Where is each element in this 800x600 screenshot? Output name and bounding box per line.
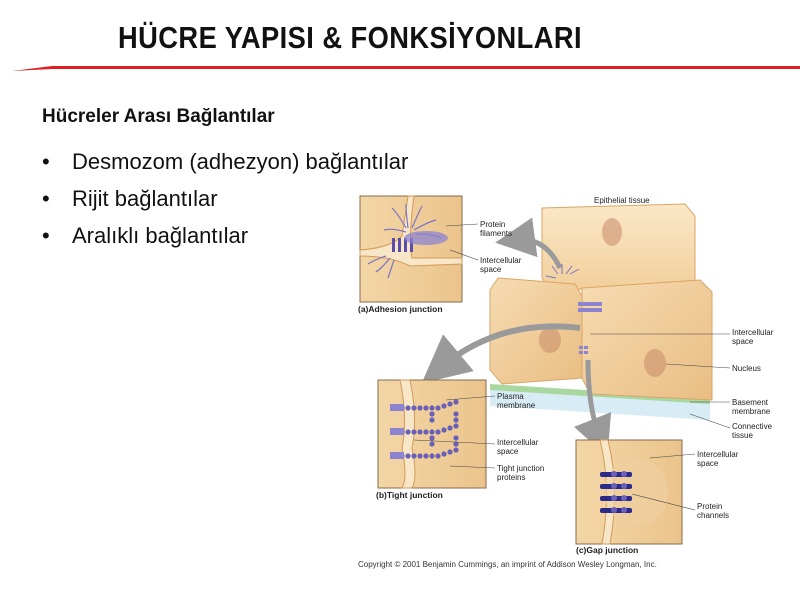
tight-junction-inset (377, 379, 487, 489)
cell-junctions-illustration (359, 195, 731, 545)
label-protein-filaments: Protein filaments (480, 220, 513, 238)
label-connective-tissue: Connective tissue (732, 422, 773, 440)
epithelial-cell-right (581, 279, 713, 401)
adhesion-bundle (545, 264, 580, 279)
epithelial-cell-back (541, 203, 696, 291)
label-intercellular-space-c: Intercellular space (697, 450, 739, 468)
caption-adhesion-junction: (a)Adhesion junction (358, 304, 443, 314)
caption-tight-junction: (b)Tight junction (376, 490, 443, 500)
bullet-symbol: • (42, 186, 50, 211)
junction-markers (578, 302, 602, 354)
epithelial-cell-left (489, 277, 583, 385)
slide-title: HÜCRE YAPISI & FONKSİYONLARI (118, 20, 583, 55)
bullet-item: • Desmozom (adhezyon) bağlantılar (42, 146, 408, 183)
label-nucleus: Nucleus (732, 364, 761, 373)
label-basement-membrane: Basement membrane (732, 398, 771, 416)
bullet-list: • Desmozom (adhezyon) bağlantılar • Rijit … (42, 146, 408, 257)
cell-nucleus (539, 327, 561, 353)
copyright-notice: Copyright © 2001 Benjamin Cummings, an i… (358, 560, 657, 569)
cell-nucleus (602, 218, 622, 246)
arrow-to-adhesion (495, 217, 563, 270)
cell-junctions-figure: Epithelial tissue Protein filaments Inte… (350, 188, 800, 580)
label-intercellular-space-main: Intercellular space (732, 328, 774, 346)
gap-junction-inset (575, 439, 683, 545)
bullet-symbol: • (42, 223, 50, 248)
bullet-item: • Aralıklı bağlantılar (42, 220, 408, 257)
connective-tissue-layer (490, 388, 710, 420)
section-subtitle: Hücreler Arası Bağlantılar (42, 106, 275, 127)
label-epithelial-tissue: Epithelial tissue (594, 196, 650, 205)
label-intercellular-space-b: Intercellular space (497, 438, 539, 456)
arrow-to-tight (421, 323, 581, 384)
bullet-text: Desmozom (adhezyon) bağlantılar (72, 149, 409, 174)
caption-gap-junction: (c)Gap junction (576, 545, 639, 555)
label-plasma-membrane: Plasma membrane (497, 392, 536, 410)
bullet-text: Aralıklı bağlantılar (72, 223, 249, 248)
label-tight-junction-proteins: Tight junction proteins (497, 464, 545, 482)
bullet-text: Rijit bağlantılar (72, 186, 218, 211)
cell-nucleus (644, 349, 666, 377)
bullet-item: • Rijit bağlantılar (42, 183, 408, 220)
bullet-symbol: • (42, 149, 50, 174)
title-underline (12, 66, 800, 71)
label-protein-channels: Protein channels (697, 502, 730, 520)
label-intercellular-space-a: Intercellular space (480, 256, 522, 274)
adhesion-inset (359, 195, 463, 303)
arrow-to-gap (574, 359, 612, 457)
